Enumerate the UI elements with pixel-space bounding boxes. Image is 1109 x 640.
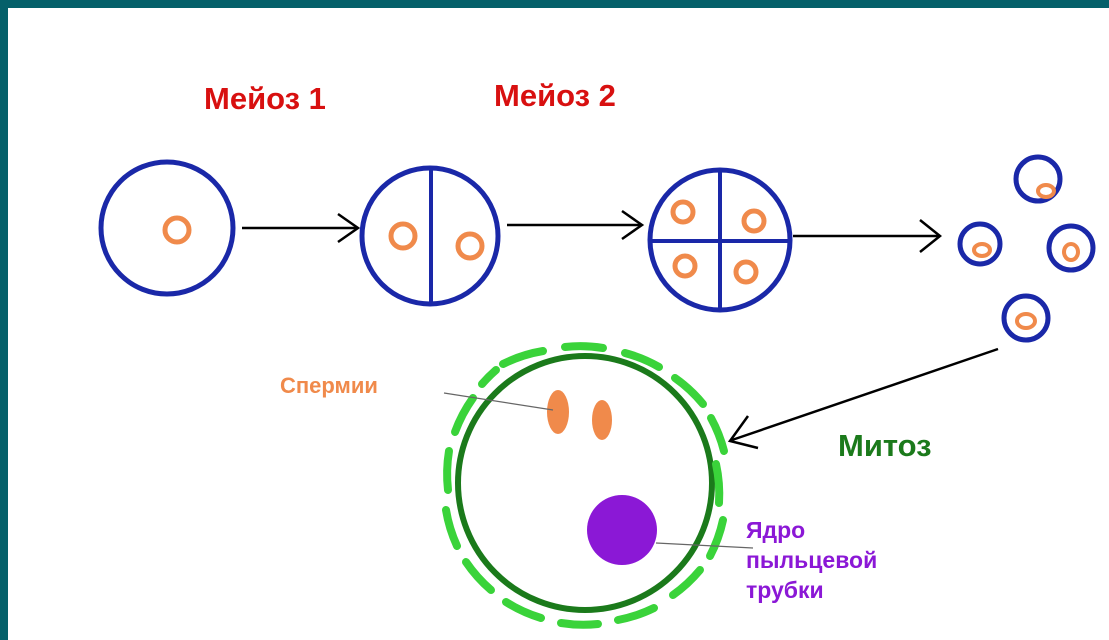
sperm-cell-1 <box>547 390 569 434</box>
sperm-label: Спермии <box>280 373 378 398</box>
arrow-1 <box>242 212 361 244</box>
tube-nucleus-label: Ядро пыльцевой трубки <box>746 515 966 605</box>
slide: Мейоз 1 Мейоз 2 Митоз Спермии Ядро пыльц… <box>8 8 1109 640</box>
meiosis-2-label: Мейоз 2 <box>494 78 616 113</box>
microspore-right <box>1046 223 1096 273</box>
arrow-2 <box>507 209 645 241</box>
dyad-cell <box>359 165 501 307</box>
exine-dashes <box>442 342 728 629</box>
mitosis-label: Митоз <box>838 428 932 463</box>
arrow-mitosis <box>727 347 999 450</box>
meiosis-1-label: Мейоз 1 <box>204 81 326 116</box>
meiosis-mitosis-diagram <box>98 154 1096 629</box>
microspore-left <box>957 221 1003 267</box>
microspore-bottom <box>1001 293 1051 343</box>
microspores <box>957 154 1096 343</box>
tetrad-cell <box>647 167 793 313</box>
microspore-top <box>1013 154 1063 204</box>
sperm-leader-line <box>443 392 554 411</box>
tube-nucleus <box>587 495 657 565</box>
sperm-cell-2 <box>592 400 612 440</box>
tube-nucleus-label-line-2: пыльцевой <box>746 547 878 573</box>
pollen-grain <box>442 342 728 629</box>
tube-nucleus-label-line-1: Ядро <box>746 517 806 543</box>
arrow-3 <box>793 219 943 253</box>
tube-nucleus-label-line-3: трубки <box>746 577 824 603</box>
mother-cell <box>98 159 236 297</box>
nucleus-leader-line <box>655 542 754 549</box>
